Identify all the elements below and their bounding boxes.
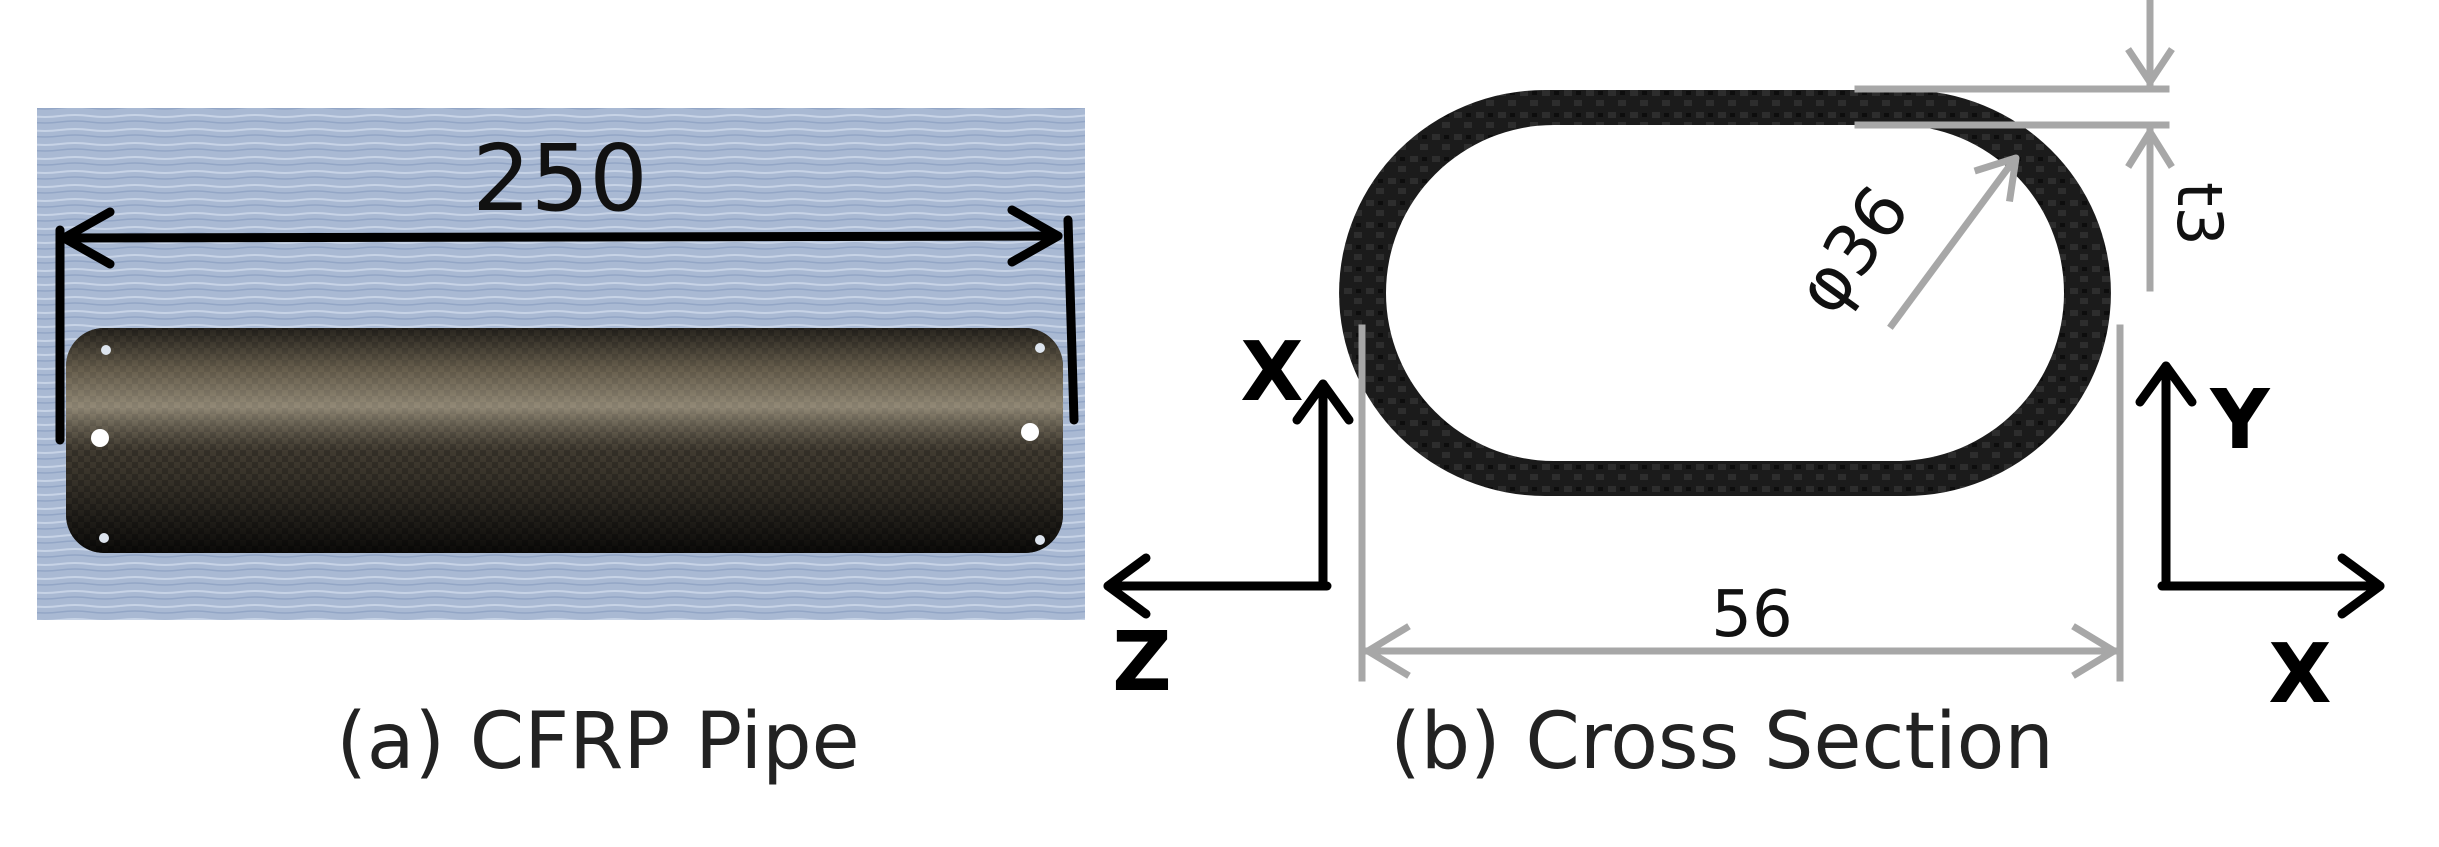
- axis-x-label-left: X: [1240, 325, 1303, 420]
- axis-z-label: Z: [1112, 615, 1171, 710]
- cross-section-dimensions: [1358, 0, 2175, 682]
- axis-vertical-arrowhead: [2135, 361, 2197, 407]
- pipe-hole: [99, 533, 109, 543]
- pipe-photo: [37, 108, 1085, 620]
- thickness-arrowhead-bottom: [2125, 128, 2175, 169]
- width-arrowhead-right: [2071, 623, 2118, 679]
- length-dimension-line: [59, 231, 1063, 243]
- thickness-arrowhead-top: [2125, 47, 2175, 86]
- diameter-arrowhead: [1973, 154, 2020, 202]
- axis-horizontal-arrowhead: [1103, 553, 1151, 619]
- width-label: 56: [1711, 578, 1792, 652]
- pipe-hole: [1021, 423, 1039, 441]
- width-arrowhead-left: [1364, 623, 1411, 679]
- pipe-hole: [91, 429, 109, 447]
- axis-horizontal-arrowhead: [2337, 553, 2385, 619]
- diameter-leader-line: [1887, 155, 2019, 330]
- pipe-hole: [1035, 535, 1045, 545]
- length-extension-line-right: [1063, 215, 1079, 425]
- axis-x-label-right: X: [2268, 627, 2331, 722]
- pipe-hole: [101, 345, 111, 355]
- thickness-label: t3: [2163, 182, 2236, 246]
- pipe-hole: [1035, 343, 1045, 353]
- caption-cross-section: (b) Cross Section: [1390, 697, 2054, 787]
- axis-vertical-arrowhead: [1292, 379, 1354, 425]
- length-arrowhead-left: [59, 207, 115, 269]
- axis-y-label: Y: [2209, 373, 2271, 468]
- cross-section: [1339, 90, 2111, 496]
- pipe-shading: [66, 328, 1063, 553]
- length-dimension: [55, 205, 1079, 445]
- carbon-ring: [1339, 90, 2111, 496]
- axes-right: [2135, 361, 2385, 619]
- caption-pipe: (a) CFRP Pipe: [336, 697, 859, 787]
- axes-left: [1103, 379, 1354, 619]
- length-arrowhead-right: [1007, 205, 1063, 267]
- length-label: 250: [472, 125, 648, 232]
